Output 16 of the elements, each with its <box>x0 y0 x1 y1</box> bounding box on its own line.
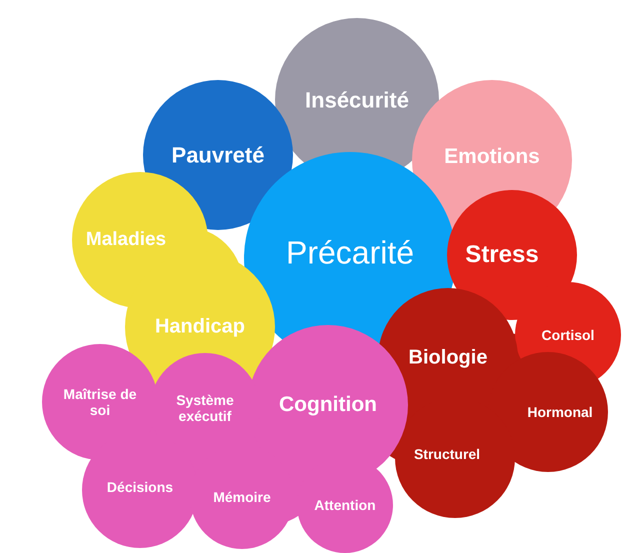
bubble-label: Biologie <box>408 346 488 370</box>
bubble-label: Cognition <box>279 392 377 418</box>
bubble-label: Insécurité <box>305 87 409 113</box>
bubble-label: Hormonal <box>527 404 593 420</box>
bubble-label: Précarité <box>286 234 414 272</box>
bubble-label: Pauvreté <box>172 142 264 168</box>
bubble-label: Mémoire <box>213 488 271 506</box>
bubble-label: Structurel <box>414 446 480 462</box>
bubble-label: Cortisol <box>542 326 594 344</box>
bubble-label: Attention <box>314 496 376 514</box>
bubble-label: Maladies <box>86 229 166 251</box>
bubble-label: Système exécutif <box>160 392 250 424</box>
bubble-label: Emotions <box>444 144 540 170</box>
bubble-label: Stress <box>465 241 539 269</box>
bubble-label: Décisions <box>106 478 174 496</box>
bubble-label: Handicap <box>154 316 246 338</box>
